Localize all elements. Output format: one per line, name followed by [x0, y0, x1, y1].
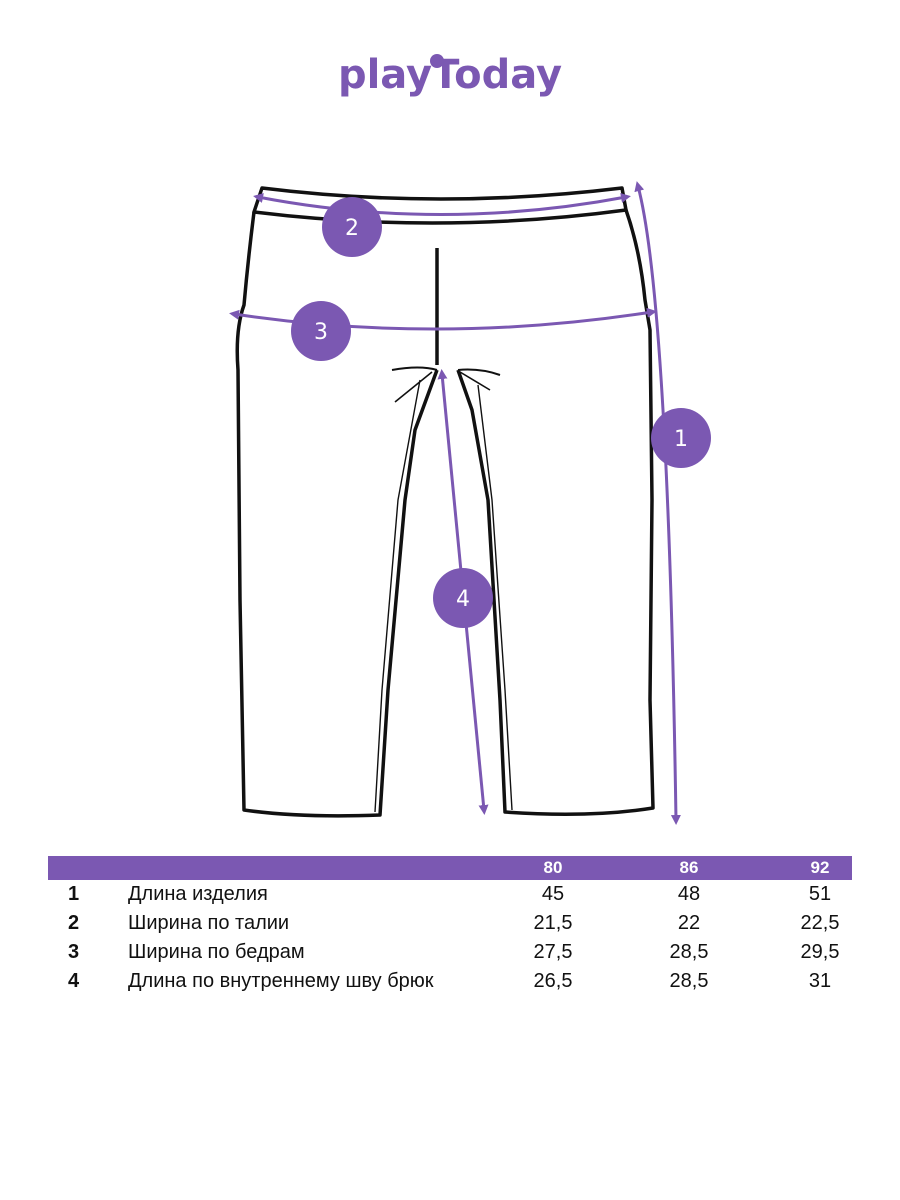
measure-lines [229, 181, 681, 825]
row-number: 2 [68, 912, 80, 934]
row-value: 27,5 [533, 941, 573, 963]
table-row: 1 Длина изделия 45 48 51 [48, 880, 852, 909]
table-row: 3 Ширина по бедрам 27,5 28,5 29,5 [48, 938, 852, 967]
row-value: 51 [808, 883, 832, 905]
row-measurement-name: Ширина по бедрам [128, 941, 305, 963]
row-number: 3 [68, 941, 80, 963]
marker-3: 3 [291, 301, 351, 361]
row-value: 22,5 [800, 912, 840, 934]
garment-diagram: 2 3 1 4 [229, 181, 711, 825]
marker-4: 4 [433, 568, 493, 628]
measure-line-1 [634, 181, 681, 825]
row-measurement-name: Длина изделия [128, 883, 268, 905]
row-value: 28,5 [669, 941, 709, 963]
measure-line-3 [229, 307, 657, 331]
row-value: 26,5 [533, 970, 573, 992]
row-measurement-name: Ширина по талии [128, 912, 290, 934]
table-row: 2 Ширина по талии 21,5 22 22,5 [48, 909, 852, 938]
row-number: 4 [68, 970, 80, 992]
row-value: 29,5 [800, 941, 840, 963]
size-table: 80 86 92 1 Длина изделия 45 48 51 2 Шири… [48, 856, 852, 996]
brand-logo-dot [430, 54, 444, 68]
svg-text:4: 4 [456, 587, 470, 612]
row-value: 28,5 [669, 970, 709, 992]
marker-1: 1 [651, 408, 711, 468]
row-value: 48 [677, 883, 701, 905]
column-header-80: 80 [543, 858, 563, 877]
column-header-86: 86 [679, 858, 699, 877]
svg-text:3: 3 [314, 320, 328, 345]
svg-text:1: 1 [674, 427, 688, 452]
brand-logo: playToday [0, 52, 900, 98]
brand-logo-text: playToday [337, 52, 563, 98]
column-header-92: 92 [810, 858, 830, 877]
row-number: 1 [68, 883, 80, 905]
svg-text:2: 2 [345, 216, 359, 241]
row-measurement-name: Длина по внутреннему шву брюк [128, 970, 434, 992]
marker-2: 2 [322, 197, 382, 257]
measure-line-2 [253, 193, 631, 216]
table-header: 80 86 92 [48, 856, 852, 880]
pants-outline [235, 186, 655, 818]
row-value: 22 [677, 912, 701, 934]
table-row: 4 Длина по внутреннему шву брюк 26,5 28,… [48, 967, 852, 996]
row-value: 45 [541, 883, 565, 905]
row-value: 31 [808, 970, 832, 992]
row-value: 21,5 [533, 912, 573, 934]
